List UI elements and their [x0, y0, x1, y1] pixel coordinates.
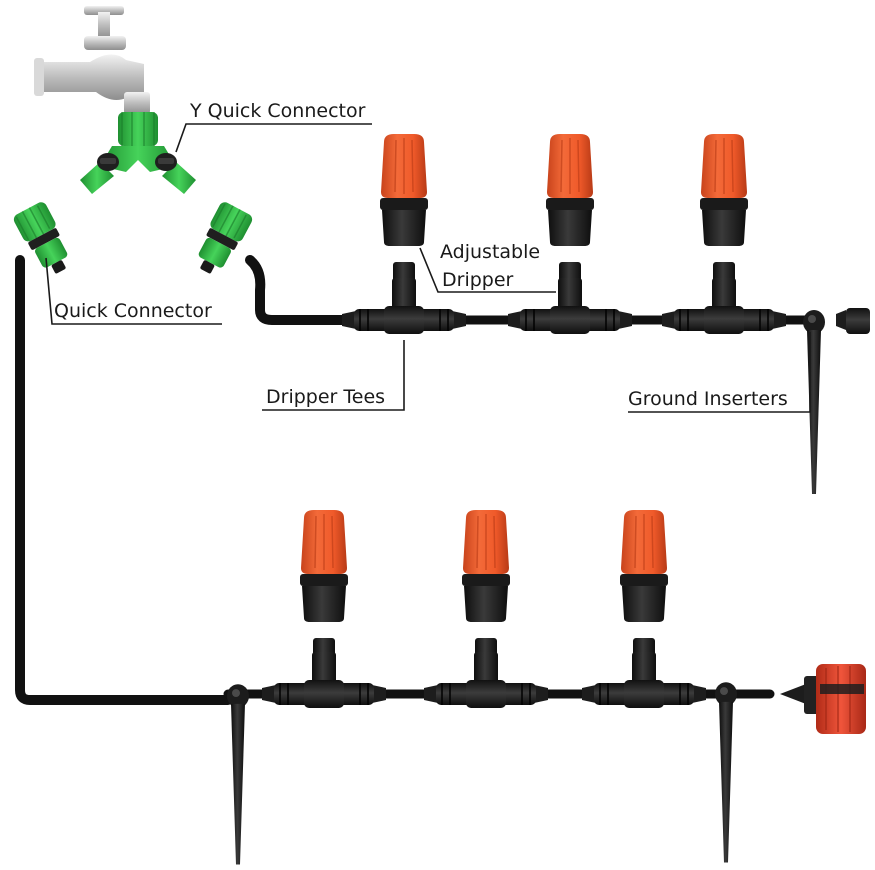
quick-connector-icon: [11, 199, 255, 281]
y-connector-icon: [80, 112, 196, 194]
bottom-tees: [261, 651, 707, 709]
labels: Y Quick Connector Adjustable Dripper Qui…: [54, 100, 788, 410]
leader-dripper: [419, 247, 556, 293]
ground-inserter-icon: [803, 310, 825, 494]
dripper-tee-icon: [423, 651, 549, 709]
leader-y-connector: [175, 123, 372, 153]
adjustable-dripper-icon: [699, 133, 749, 303]
label-quick-connector: Quick Connector: [54, 300, 212, 322]
dripper-tee-icon: [581, 651, 707, 709]
red-dripper-icon: [780, 664, 866, 734]
label-ground-inserters: Ground Inserters: [628, 388, 788, 410]
label-adjustable: Adjustable: [440, 241, 540, 263]
tube-left: [15, 255, 233, 705]
adjustable-dripper-icon: [379, 133, 429, 303]
top-drippers: [379, 133, 749, 303]
dripper-tee-icon: [261, 651, 387, 709]
ground-inserter-icon: [715, 682, 737, 863]
label-y-quick-connector: Y Quick Connector: [189, 100, 366, 122]
leader-ground: [628, 332, 811, 413]
adjustable-dripper-icon: [545, 133, 595, 303]
dripper-tee-icon: [507, 277, 633, 335]
dripper-tee-icon: [661, 277, 787, 335]
end-plug-icon: [836, 308, 870, 334]
leader-tees: [262, 340, 405, 411]
leader-lines: [45, 123, 811, 413]
tube-upper-feed: [245, 255, 355, 325]
top-tees: [341, 277, 787, 335]
label-dripper-tees: Dripper Tees: [266, 386, 385, 408]
leader-quick-connector: [45, 257, 222, 325]
label-dripper: Dripper: [442, 269, 514, 291]
tap-icon: [34, 6, 150, 114]
ground-inserter-icon: [227, 684, 249, 865]
